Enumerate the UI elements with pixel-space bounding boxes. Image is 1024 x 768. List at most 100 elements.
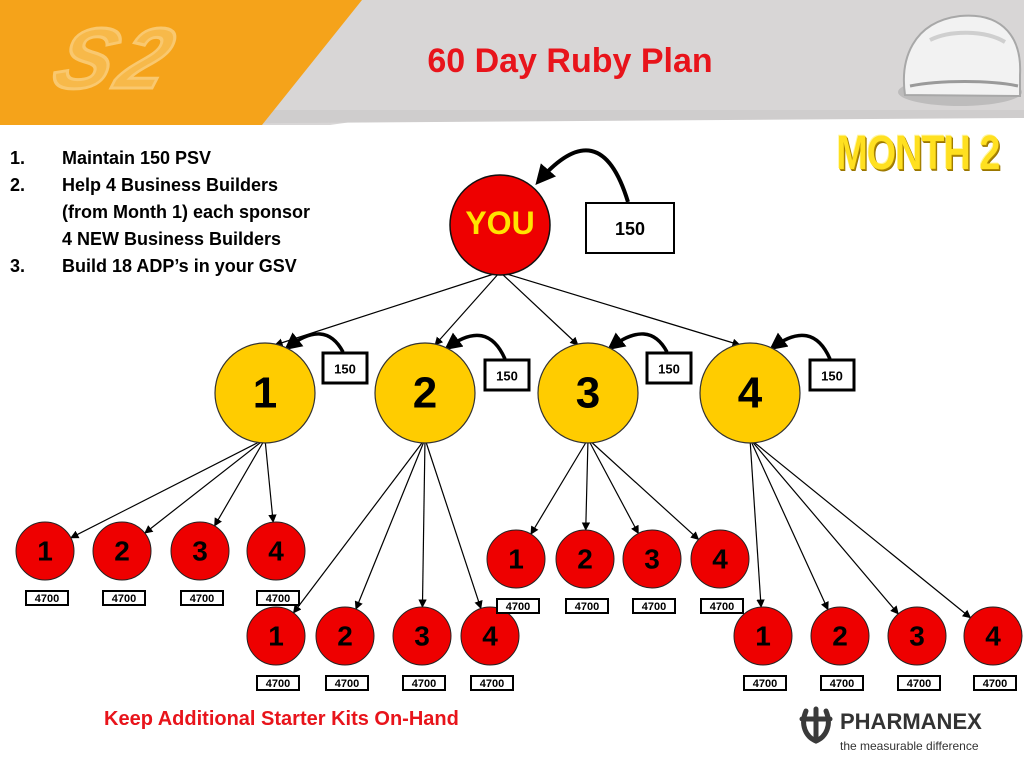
member-node	[963, 606, 1023, 666]
logo-panel	[0, 0, 362, 125]
member-node-label: 1	[37, 536, 53, 567]
value-box-label: 150	[821, 369, 843, 384]
step-number: 3.	[10, 256, 26, 276]
pharmanex-mark-icon	[799, 706, 833, 744]
member-value-box: 4700	[700, 598, 744, 614]
value-box-border	[321, 351, 369, 385]
value-box-border	[973, 675, 1017, 691]
member-node-label: 1	[268, 621, 284, 652]
value-box-border	[483, 358, 531, 392]
builder-connector-line	[499, 271, 579, 346]
member-node-label: 2	[832, 621, 848, 652]
value-box-border	[743, 675, 787, 691]
member-value-box: 4700	[897, 675, 941, 691]
builder-psv-box: 150	[321, 351, 369, 385]
member-node	[15, 521, 75, 581]
member-connector-line	[214, 438, 266, 527]
member-node-label: 3	[414, 621, 430, 652]
member-connector-line	[530, 438, 589, 535]
step-item: 3. Build 18 ADP’s in your GSV	[10, 253, 390, 280]
you-psv-box: 150	[585, 202, 675, 254]
member-value-box: 4700	[565, 598, 609, 614]
you-node	[449, 174, 551, 276]
value-box-border	[897, 675, 941, 691]
value-box-border	[808, 358, 856, 392]
member-node	[170, 521, 230, 581]
builder-self-loop-arrow	[769, 332, 832, 360]
member-connector-line	[749, 438, 972, 619]
builder-self-loop-arrow	[444, 332, 507, 360]
member-connector-line	[144, 438, 266, 534]
member-value-box: 4700	[25, 590, 69, 606]
member-connector-line	[292, 438, 426, 614]
value-box-label: 4700	[642, 601, 666, 613]
member-connector-line	[424, 438, 483, 610]
value-box-label: 4700	[35, 593, 59, 605]
value-box-border	[256, 675, 300, 691]
value-box-label: 4700	[907, 678, 931, 690]
month-badge-panel	[812, 120, 1024, 196]
member-node-label: 2	[337, 621, 353, 652]
connector-lines	[70, 148, 972, 619]
builder-self-loop-arrow	[607, 332, 669, 353]
member-value-box: 4700	[325, 675, 369, 691]
member-connector-line	[749, 438, 899, 615]
value-box-border	[496, 598, 540, 614]
member-connector-line	[587, 438, 639, 535]
value-box-border	[325, 675, 369, 691]
member-value-box: 4700	[180, 590, 224, 606]
builder-node-label: 1	[253, 369, 277, 418]
member-node	[690, 529, 750, 589]
member-connector-line	[581, 438, 591, 531]
value-box-label: 4700	[710, 601, 734, 613]
member-node	[555, 529, 615, 589]
value-box-border	[180, 590, 224, 606]
steps-list: 1. Maintain 150 PSV 2. Help 4 Business B…	[10, 145, 390, 280]
member-node-label: 3	[909, 621, 925, 652]
member-value-box: 4700	[743, 675, 787, 691]
builder-node	[699, 342, 801, 444]
member-connector-line	[418, 438, 427, 608]
value-box-border	[632, 598, 676, 614]
builder-node-label: 4	[738, 369, 763, 418]
value-box-border	[256, 590, 300, 606]
value-box-border	[820, 675, 864, 691]
member-node	[246, 606, 306, 666]
step-line: Help 4 Business Builders	[62, 175, 279, 195]
member-node-label: 1	[755, 621, 771, 652]
page-title: 60 Day Ruby Plan	[427, 42, 713, 80]
member-value-box: 4700	[256, 675, 300, 691]
value-box-label: 4700	[753, 678, 777, 690]
month-badge: MONTH 2	[836, 127, 1000, 180]
value-box-label: 4700	[506, 601, 530, 613]
member-node	[733, 606, 793, 666]
member-connector-line	[587, 438, 700, 541]
member-node-label: 4	[268, 536, 284, 567]
step-text: Build 18 ADP’s in your GSV	[62, 256, 297, 276]
member-node-label: 2	[577, 544, 593, 575]
member-connector-line	[749, 438, 765, 608]
builder-node	[374, 342, 476, 444]
builder-node-label: 2	[413, 369, 437, 418]
builder-connector-line	[499, 271, 741, 347]
value-box-label: 4700	[830, 678, 854, 690]
builder-node-label: 3	[576, 369, 600, 418]
value-box-label: 4700	[112, 593, 136, 605]
value-box-border	[565, 598, 609, 614]
member-connector-line	[354, 438, 426, 610]
step-text: Maintain 150 PSV	[62, 148, 212, 168]
member-value-box: 4700	[820, 675, 864, 691]
value-box-label: 150	[658, 362, 680, 377]
member-node-label: 3	[192, 536, 208, 567]
step-number: 2.	[10, 175, 26, 195]
value-box-border	[585, 202, 675, 254]
member-connector-line	[70, 438, 266, 539]
member-node	[392, 606, 452, 666]
member-node	[246, 521, 306, 581]
member-node	[810, 606, 870, 666]
value-box-label: 4700	[983, 678, 1007, 690]
member-value-box: 4700	[632, 598, 676, 614]
member-connector-line	[264, 438, 277, 523]
value-box-label: 150	[496, 369, 518, 384]
